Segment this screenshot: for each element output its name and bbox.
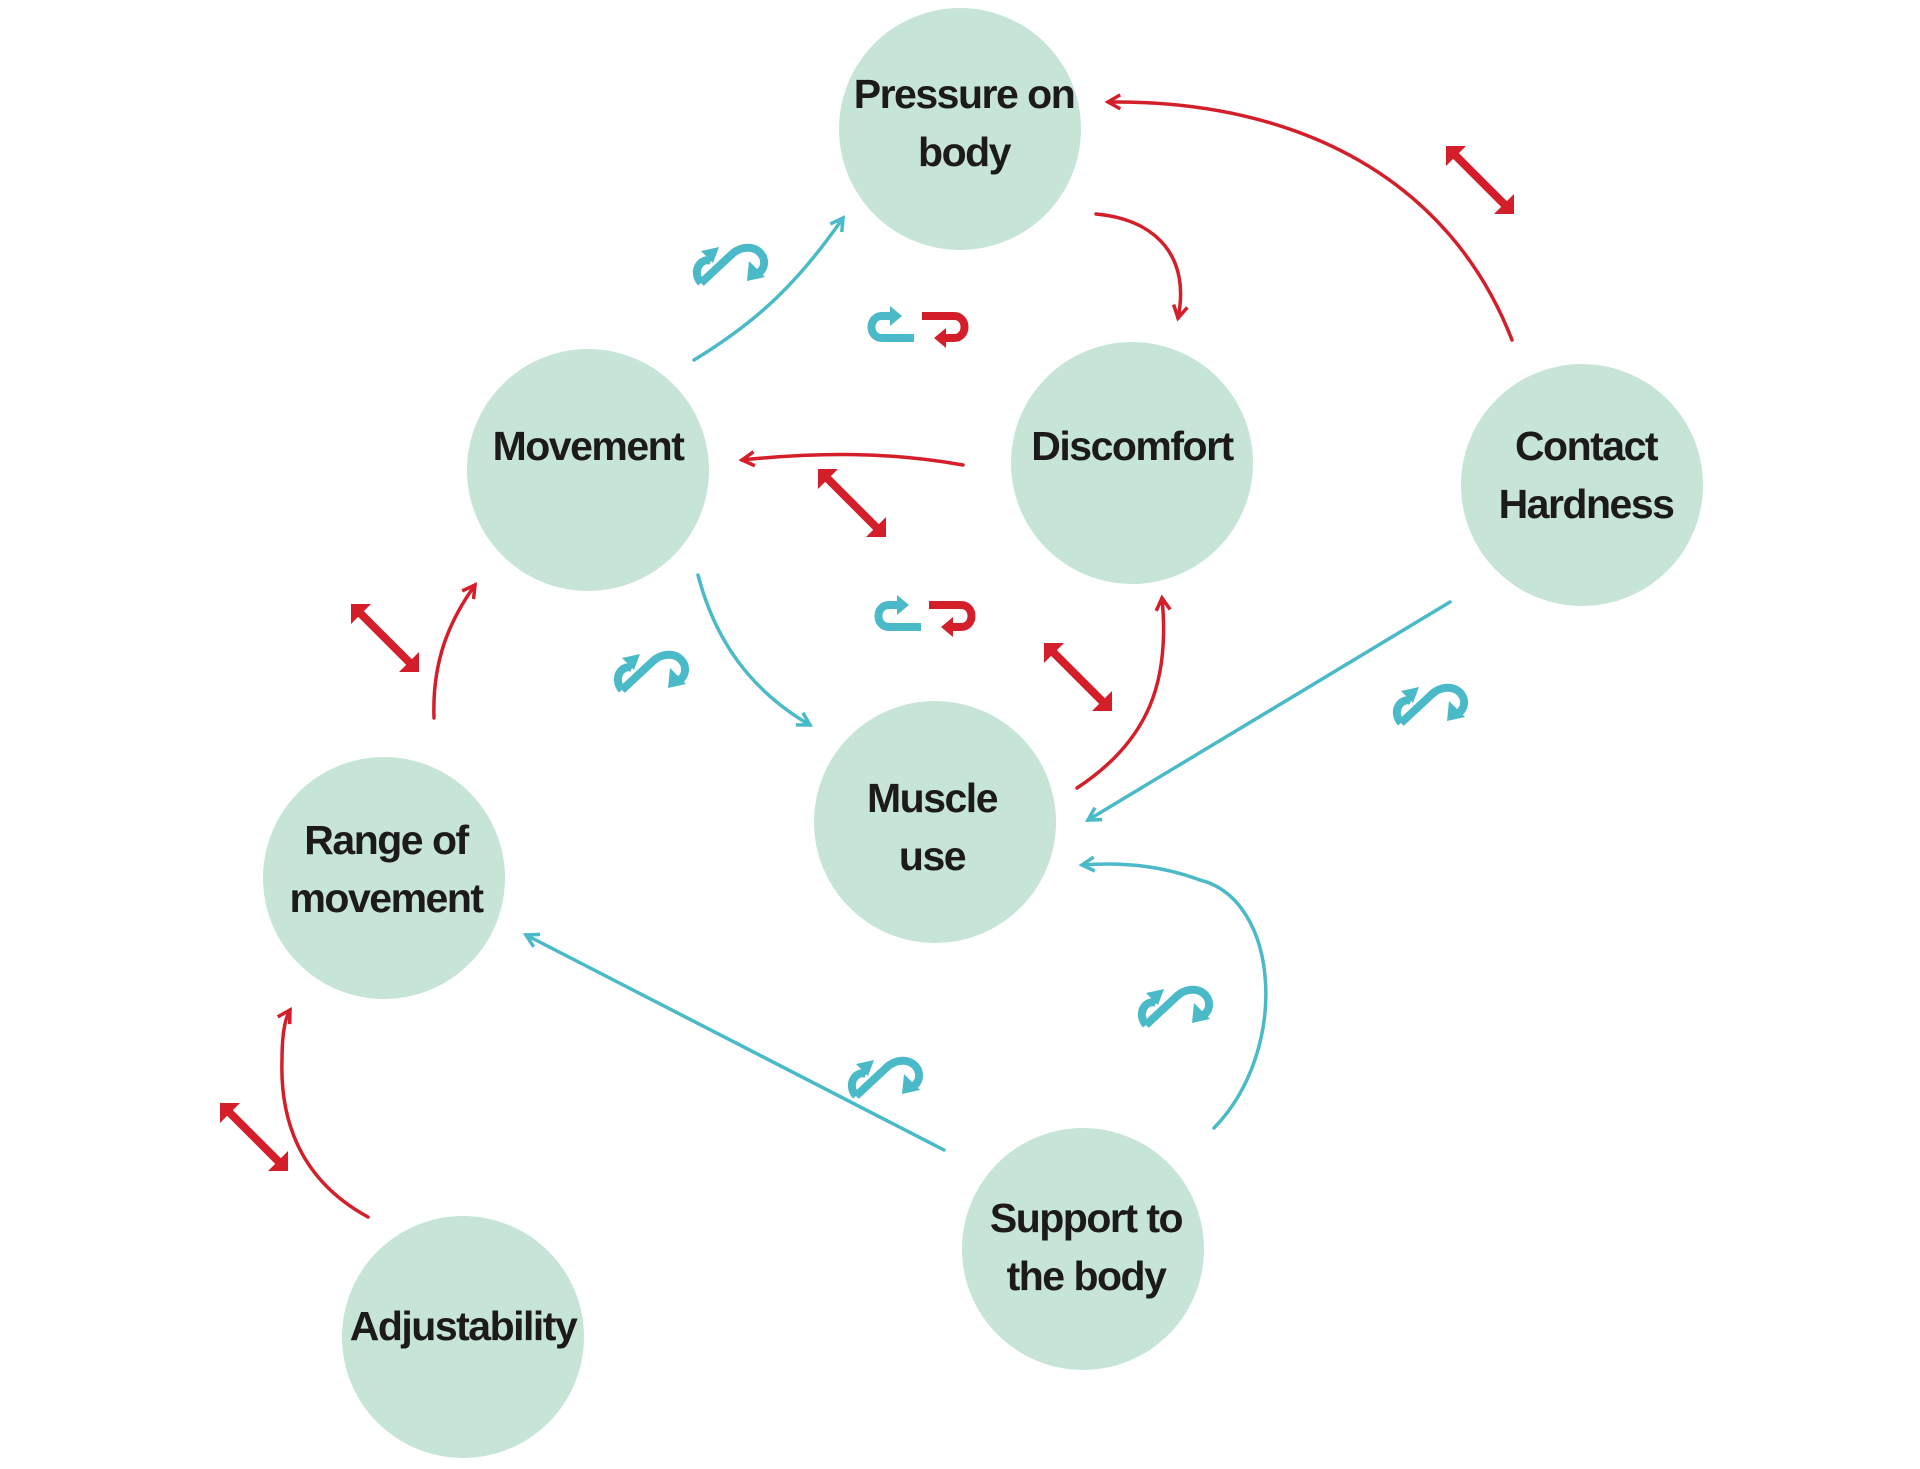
svg-text:Range of: Range of [304, 817, 469, 863]
link-range-to-movement [432, 582, 478, 720]
svg-text:body: body [918, 129, 1012, 175]
node-label-line: Discomfort [1031, 423, 1234, 469]
svg-text:Discomfort: Discomfort [1031, 423, 1234, 469]
link-support-to-muscle [1078, 855, 1268, 1130]
link-movement-to-pressure [692, 215, 846, 362]
node-label-line: Pressure on [854, 71, 1075, 117]
node-muscle-use: Muscle use [814, 701, 1056, 943]
node-label-line: movement [289, 875, 484, 921]
svg-text:Muscle: Muscle [867, 775, 998, 821]
node-contact-hardness: Contact Hardness [1461, 364, 1703, 606]
svg-text:the body: the body [1007, 1253, 1168, 1299]
node-label-line: Range of [304, 817, 469, 863]
node-adjustability: Adjustability [342, 1216, 584, 1458]
double-arrow-icon [351, 604, 419, 672]
svg-text:Hardness: Hardness [1499, 481, 1675, 527]
wave-arrow-icon [618, 654, 686, 690]
link-movement-to-muscle [696, 573, 814, 727]
link-discomfort-to-movement [738, 450, 965, 468]
link-contact-to-muscle [1084, 600, 1452, 822]
balancing-loop-icon [872, 306, 965, 348]
link-adjust-to-range [276, 1006, 370, 1219]
node-label-line: body [918, 129, 1012, 175]
node-label-line: Hardness [1499, 481, 1675, 527]
node-label-line: Movement [493, 423, 686, 469]
node-label-line: Contact [1515, 423, 1659, 469]
svg-text:use: use [899, 833, 966, 879]
link-muscle-to-discomfort [1075, 594, 1172, 790]
svg-text:movement: movement [289, 875, 484, 921]
double-arrow-icon [1446, 146, 1514, 214]
svg-text:Pressure on: Pressure on [854, 71, 1075, 117]
link-pressure-to-discomfort [1094, 212, 1189, 322]
node-label-line: the body [1007, 1253, 1168, 1299]
node-support-to-the-body: Support to the body [962, 1128, 1204, 1370]
svg-text:Support to: Support to [990, 1195, 1183, 1241]
double-arrow-icon [220, 1103, 288, 1171]
node-label-line: Muscle [867, 775, 998, 821]
wave-arrow-icon [1397, 687, 1465, 723]
node-label-line: use [899, 833, 966, 879]
wave-arrow-icon [852, 1060, 920, 1096]
svg-text:Movement: Movement [493, 423, 686, 469]
node-label-line: Support to [990, 1195, 1183, 1241]
node-movement: Movement [467, 349, 709, 591]
node-label-line: Adjustability [350, 1303, 578, 1349]
double-arrow-icon [818, 469, 886, 537]
balancing-loop-icon [879, 595, 972, 637]
node-pressure-on-body: Pressure on body [839, 8, 1081, 250]
link-support-to-range [522, 932, 946, 1152]
svg-text:Adjustability: Adjustability [350, 1303, 578, 1349]
svg-text:Contact: Contact [1515, 423, 1659, 469]
double-arrow-icon [1044, 643, 1112, 711]
wave-arrow-icon [1142, 989, 1210, 1025]
link-contact-to-pressure [1104, 93, 1514, 342]
wave-arrow-icon [697, 247, 765, 283]
node-discomfort: Discomfort [1011, 342, 1253, 584]
node-range-of-movement: Range of movement [263, 757, 505, 999]
